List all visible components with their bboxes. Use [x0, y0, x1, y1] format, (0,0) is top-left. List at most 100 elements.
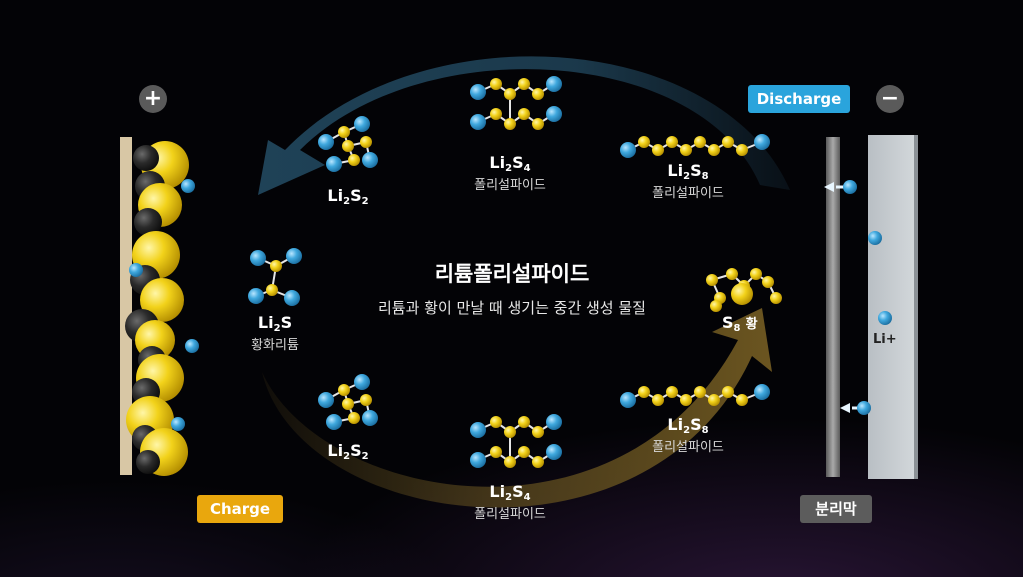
sulfur-atom	[666, 386, 678, 398]
lithium-particle	[185, 339, 199, 353]
lithium-atom	[326, 414, 342, 430]
sulfur-atom	[266, 284, 278, 296]
lithium-atom	[354, 116, 370, 132]
li2s-label: Li2S 황화리튬	[251, 313, 299, 353]
top-li2s2-label: Li2S2	[327, 186, 369, 207]
sulfur-atom	[638, 386, 650, 398]
lithium-atom	[546, 76, 562, 92]
discharge-arrow	[258, 56, 790, 195]
sulfur-atom	[731, 283, 753, 305]
sulfur-atom	[694, 136, 706, 148]
sulfur-atom	[638, 136, 650, 148]
sulfur-atom	[490, 108, 502, 120]
sulfur-atom	[518, 446, 530, 458]
sulfur-atom	[762, 276, 774, 288]
lithium-atom	[362, 410, 378, 426]
lithium-atom	[286, 248, 302, 264]
sulfur-atom	[736, 394, 748, 406]
sulfur-atom	[726, 268, 738, 280]
separator-bar	[826, 137, 840, 477]
sulfur-atom	[652, 144, 664, 156]
sulfur-atom	[504, 426, 516, 438]
sulfur-atom	[490, 446, 502, 458]
sulfur-atom	[518, 108, 530, 120]
sulfur-atom	[360, 394, 372, 406]
negative-electrode-icon: −	[876, 85, 904, 113]
bottom-li2s2-label: Li2S2	[327, 441, 369, 462]
sulfur-atom	[360, 136, 372, 148]
bottom-li2s2-molecule	[318, 374, 378, 430]
bottom-li2s4-label: Li2S4 폴리설파이드	[474, 482, 546, 522]
lithium-atom	[318, 392, 334, 408]
top-li2s8-molecule	[620, 134, 770, 158]
lithium-atom	[250, 250, 266, 266]
cathode-particles	[125, 141, 199, 476]
bottom-li2s4-molecule	[470, 414, 562, 468]
lithium-atom	[620, 142, 636, 158]
top-li2s4-molecule	[470, 76, 562, 130]
sulfur-atom	[338, 126, 350, 138]
sulfur-atom	[532, 426, 544, 438]
lithium-atom	[326, 156, 342, 172]
s8-label: S8 황	[722, 313, 758, 334]
anode-plate	[868, 135, 918, 479]
sulfur-atom	[722, 386, 734, 398]
sulfur-atom	[680, 394, 692, 406]
lithium-atom	[754, 134, 770, 150]
sulfur-atom	[652, 394, 664, 406]
sulfur-atom	[490, 416, 502, 428]
sulfur-atom	[706, 274, 718, 286]
sulfur-atom	[338, 384, 350, 396]
lithium-atom	[470, 452, 486, 468]
ion-arrow-bottom	[840, 401, 871, 415]
sulfur-atom	[270, 260, 282, 272]
li-ion-1	[868, 231, 882, 245]
page-subtitle: 리튬과 황이 만날 때 생기는 중간 생성 물질	[378, 299, 646, 317]
lithium-atom	[470, 84, 486, 100]
sulfur-atom	[666, 136, 678, 148]
ion-arrow-top	[824, 180, 857, 194]
sulfur-atom	[722, 136, 734, 148]
lithium-particle	[181, 179, 195, 193]
lithium-particle	[129, 263, 143, 277]
sulfur-particle	[140, 278, 184, 322]
sulfur-atom	[532, 88, 544, 100]
top-li2s2-molecule	[318, 116, 378, 172]
sulfur-atom	[708, 144, 720, 156]
lithium-atom	[546, 414, 562, 430]
sulfur-atom	[532, 456, 544, 468]
sulfur-atom	[770, 292, 782, 304]
sulfur-atom	[694, 386, 706, 398]
sulfur-atom	[504, 88, 516, 100]
sulfur-atom	[342, 140, 354, 152]
lithium-particle	[171, 417, 185, 431]
carbon-particle	[134, 208, 162, 236]
sulfur-atom	[342, 398, 354, 410]
page-title: 리튬폴리설파이드	[434, 262, 590, 286]
lithium-atom	[248, 288, 264, 304]
lithium-atom	[318, 134, 334, 150]
sulfur-atom	[348, 412, 360, 424]
separator-badge: 분리막	[800, 495, 872, 523]
sulfur-atom	[680, 144, 692, 156]
s8-molecule	[706, 268, 782, 312]
sulfur-atom	[504, 456, 516, 468]
top-li2s4-label: Li2S4 폴리설파이드	[474, 153, 546, 193]
lithium-atom	[754, 384, 770, 400]
charge-arrow	[262, 308, 772, 508]
bottom-li2s8-label: Li2S8 폴리설파이드	[652, 415, 724, 455]
sulfur-atom	[348, 154, 360, 166]
sulfur-atom	[736, 144, 748, 156]
lithium-atom	[470, 114, 486, 130]
sulfur-atom	[504, 118, 516, 130]
li-ion-label: Li+	[873, 332, 897, 347]
lithium-atom	[620, 392, 636, 408]
lithium-atom	[354, 374, 370, 390]
lithium-atom	[470, 422, 486, 438]
sulfur-atom	[750, 268, 762, 280]
sulfur-atom	[490, 78, 502, 90]
sulfur-atom	[532, 118, 544, 130]
positive-electrode-icon: +	[139, 85, 167, 113]
